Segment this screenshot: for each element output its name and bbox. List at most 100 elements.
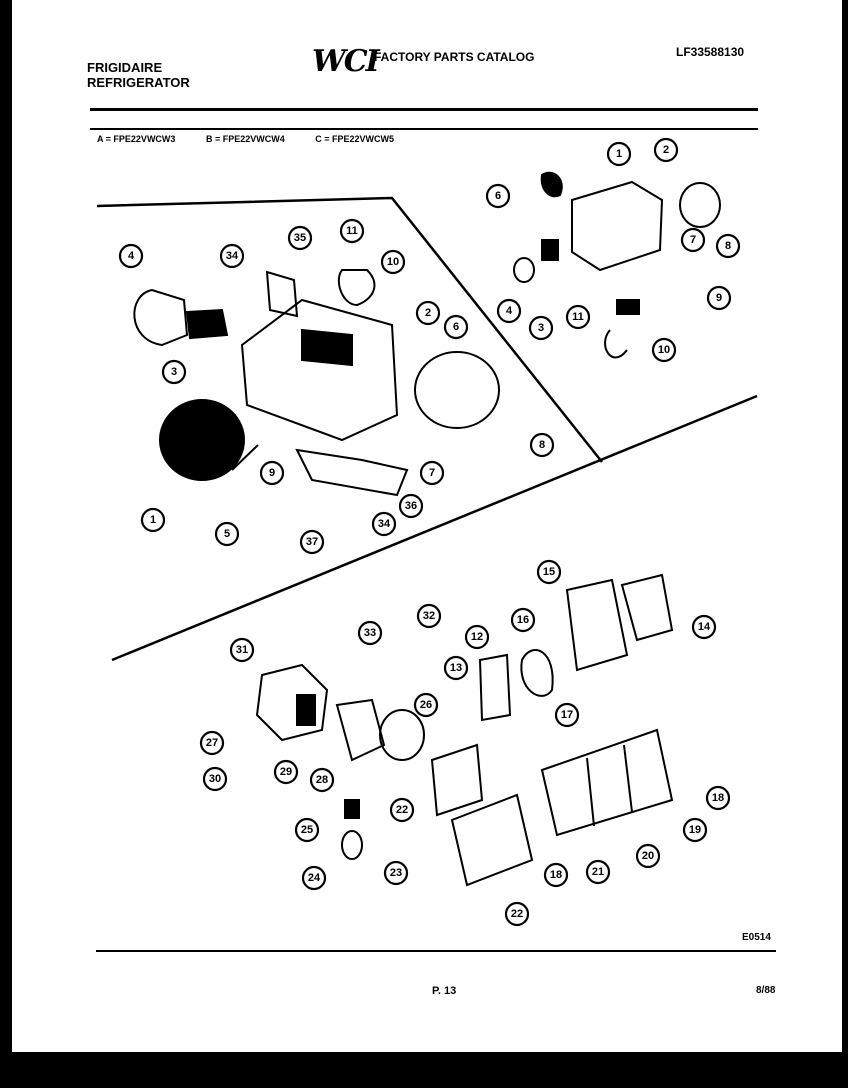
callout-13: 13 <box>443 655 469 681</box>
svg-text:25: 25 <box>301 824 313 836</box>
callout-29: 29 <box>273 759 299 785</box>
svg-text:34: 34 <box>378 518 391 530</box>
callout-33: 33 <box>357 620 383 646</box>
callout-35: 35 <box>287 225 313 251</box>
housing-part-12 <box>478 653 512 722</box>
svg-text:1: 1 <box>616 148 622 160</box>
svg-text:24: 24 <box>308 872 321 884</box>
svg-text:1: 1 <box>150 514 156 526</box>
callout-15: 15 <box>536 559 562 585</box>
callout-4-upper: 4 <box>118 243 144 269</box>
callout-27: 27 <box>199 730 225 756</box>
revision-date: 8/88 <box>756 985 776 996</box>
callout-21: 21 <box>585 859 611 885</box>
callout-3-right: 3 <box>528 315 554 341</box>
catalog-number: LF33588130 <box>676 45 745 59</box>
callout-2-upper: 2 <box>415 300 441 326</box>
callout-14: 14 <box>691 614 717 640</box>
exploded-parts-diagram: 4 34 35 11 10 2 6 3 8 7 9 36 34 1 5 37 1… <box>96 137 758 927</box>
thermostat-part <box>616 299 640 315</box>
callout-32: 32 <box>416 603 442 629</box>
svg-text:2: 2 <box>663 144 669 156</box>
header-rule-thick <box>90 108 758 111</box>
svg-text:36: 36 <box>405 500 417 512</box>
callout-11-upper: 11 <box>339 218 365 244</box>
dispenser-assembly <box>255 573 674 887</box>
svg-text:10: 10 <box>658 344 670 356</box>
svg-text:22: 22 <box>396 804 408 816</box>
callout-24: 24 <box>301 865 327 891</box>
callout-8-upper: 8 <box>529 432 555 458</box>
socket-part-25 <box>344 799 360 819</box>
callout-16-upper: 16 <box>510 607 536 633</box>
svg-text:16: 16 <box>517 614 529 626</box>
svg-text:3: 3 <box>171 366 177 378</box>
callout-8-right: 8 <box>715 233 741 259</box>
housing-bracket-part <box>240 298 399 442</box>
footer-rule <box>96 950 776 952</box>
callout-6-upper: 6 <box>443 314 469 340</box>
svg-text:22: 22 <box>511 908 523 920</box>
svg-text:7: 7 <box>429 467 435 479</box>
svg-text:13: 13 <box>450 662 462 674</box>
light-bulb-part <box>133 288 189 347</box>
section-divider-lower <box>111 394 758 662</box>
callout-28: 28 <box>309 767 335 793</box>
callout-11-right: 11 <box>565 304 591 330</box>
svg-text:35: 35 <box>294 232 306 244</box>
control-switch-part <box>301 328 353 367</box>
fan-motor-part <box>159 399 245 481</box>
model-list: A = FPE22VWCW3 B = FPE22VWCW4 C = FPE22V… <box>97 134 422 144</box>
motor-lead-line <box>231 444 259 471</box>
callout-1-right: 1 <box>606 141 632 167</box>
brand-block: FRIGIDAIRE REFRIGERATOR <box>87 60 190 90</box>
catalog-page: FRIGIDAIRE REFRIGERATOR WCI FACTORY PART… <box>12 0 842 1052</box>
small-bulb-part <box>513 257 535 283</box>
svg-text:18: 18 <box>712 792 724 804</box>
module-part-15 <box>565 578 629 672</box>
callout-22-lower: 22 <box>504 901 530 927</box>
control-assembly <box>513 171 721 359</box>
control-box-part <box>571 180 664 272</box>
callout-26: 26 <box>413 692 439 718</box>
svg-text:17: 17 <box>561 709 573 721</box>
callout-12: 12 <box>464 624 490 650</box>
wire-harness-part <box>337 269 376 307</box>
svg-text:29: 29 <box>280 766 292 778</box>
model-a: A = FPE22VWCW3 <box>97 134 176 144</box>
callout-18-lower: 18 <box>543 862 569 888</box>
svg-text:6: 6 <box>453 321 459 333</box>
svg-text:4: 4 <box>128 250 135 262</box>
callout-7-upper: 7 <box>419 460 445 486</box>
switch-part-29 <box>296 694 316 726</box>
wci-logo: WCI <box>312 44 380 79</box>
catalog-title: FACTORY PARTS CATALOG <box>374 50 535 64</box>
header-rule-thin <box>90 128 758 130</box>
svg-text:5: 5 <box>224 528 230 540</box>
svg-text:37: 37 <box>306 536 318 548</box>
svg-text:32: 32 <box>423 610 435 622</box>
callout-34-lower: 34 <box>371 511 397 537</box>
callout-2-right: 2 <box>653 137 679 163</box>
callout-6-right: 6 <box>485 183 511 209</box>
svg-text:18: 18 <box>550 869 562 881</box>
model-b: B = FPE22VWCW4 <box>205 134 285 144</box>
svg-text:8: 8 <box>725 240 731 252</box>
brand-name: FRIGIDAIRE <box>87 60 163 75</box>
product-type: REFRIGERATOR <box>87 75 190 90</box>
svg-text:9: 9 <box>716 292 722 304</box>
frame-divider-b <box>623 744 633 813</box>
callout-20: 20 <box>635 843 661 869</box>
callout-3-upper: 3 <box>161 359 187 385</box>
callout-9-right: 9 <box>706 285 732 311</box>
svg-text:9: 9 <box>269 467 275 479</box>
frame-part-19 <box>540 728 674 837</box>
callout-4-right: 4 <box>496 298 522 324</box>
svg-text:11: 11 <box>346 225 358 237</box>
section-divider-upper <box>96 196 603 463</box>
callout-17: 17 <box>554 702 580 728</box>
mounting-plate-part <box>295 448 409 497</box>
callout-22-upper: 22 <box>389 797 415 823</box>
page-number: P. 13 <box>432 985 457 997</box>
svg-text:6: 6 <box>495 190 501 202</box>
